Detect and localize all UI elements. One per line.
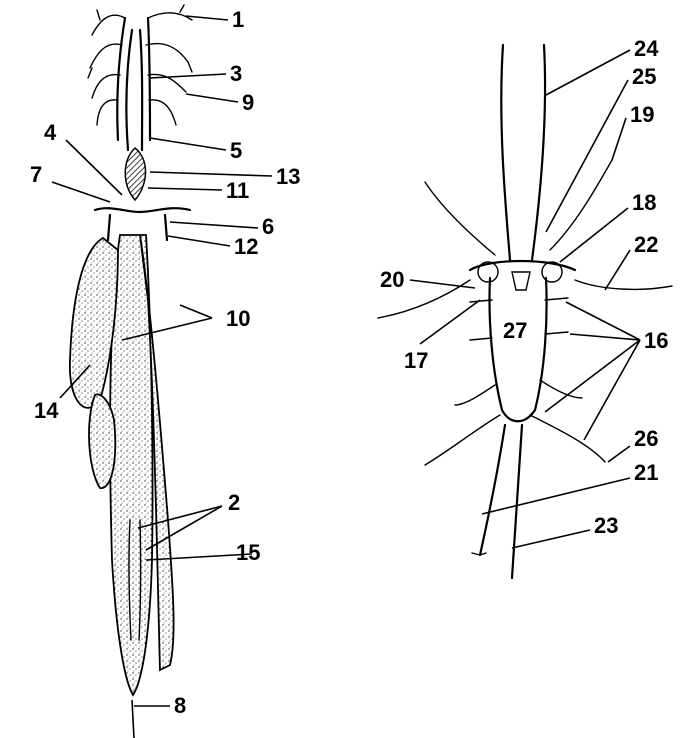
label-19: 19 <box>630 102 654 127</box>
label-26: 26 <box>634 426 658 451</box>
left-heart <box>93 147 192 242</box>
label-20: 20 <box>380 267 404 292</box>
label-3: 3 <box>230 61 242 86</box>
label-21: 21 <box>634 460 658 485</box>
left-head-vessels <box>87 4 193 152</box>
right-vessel-network <box>377 43 673 580</box>
label-25: 25 <box>632 64 656 89</box>
label-6: 6 <box>262 214 274 239</box>
label-10: 10 <box>226 306 250 331</box>
right-labels: 24 25 19 18 22 20 17 27 16 26 21 23 <box>380 36 668 538</box>
label-7: 7 <box>30 162 42 187</box>
label-22: 22 <box>634 232 658 257</box>
left-leader-lines <box>51 15 273 707</box>
left-elongated-organs <box>69 234 175 738</box>
label-4: 4 <box>44 120 57 145</box>
label-23: 23 <box>594 513 618 538</box>
label-24: 24 <box>634 36 659 61</box>
label-1: 1 <box>232 7 244 32</box>
label-13: 13 <box>276 164 300 189</box>
right-leader-lines <box>409 49 641 549</box>
label-27: 27 <box>503 318 527 343</box>
left-labels: 1 3 9 5 13 11 4 7 6 12 10 14 2 15 8 <box>30 7 300 718</box>
label-15: 15 <box>236 540 260 565</box>
label-18: 18 <box>632 190 656 215</box>
label-16: 16 <box>644 328 668 353</box>
label-12: 12 <box>234 234 258 259</box>
label-14: 14 <box>34 398 59 423</box>
label-8: 8 <box>174 693 186 718</box>
label-17: 17 <box>404 348 428 373</box>
left-figure: 1 3 9 5 13 11 4 7 6 12 10 14 2 15 8 <box>30 4 300 738</box>
label-5: 5 <box>230 138 242 163</box>
right-figure: 24 25 19 18 22 20 17 27 16 26 21 23 <box>377 36 673 580</box>
label-9: 9 <box>242 90 254 115</box>
label-2: 2 <box>228 490 240 515</box>
label-11: 11 <box>226 178 249 203</box>
